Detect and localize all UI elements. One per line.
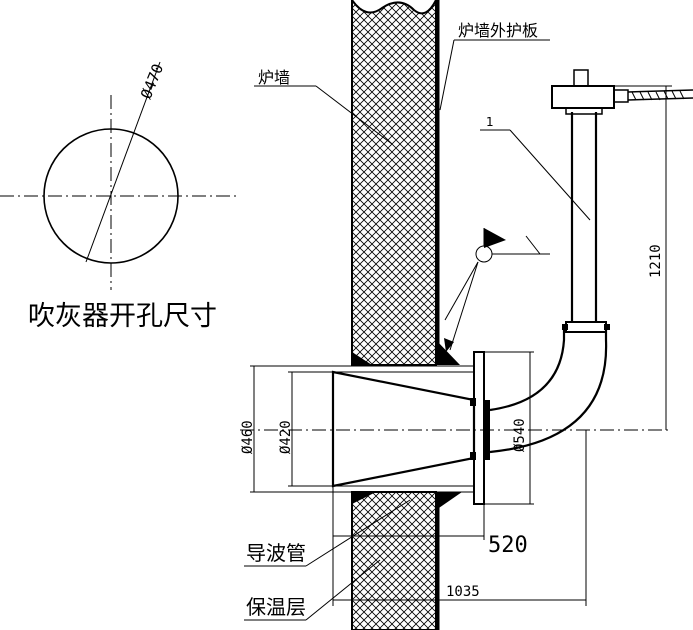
weld-top-left [352,352,372,365]
label-waveguide: 导波管 [246,541,306,565]
pipe-coupling [565,321,607,333]
cone-body [331,370,476,488]
dim-1035-label: 1035 [446,584,480,600]
leader-waveguide [305,499,411,567]
sootblower-head [551,85,615,109]
bolt-top [470,398,476,406]
head-base [565,107,603,115]
diameter-leader [85,61,161,263]
dim-520-label: 520 [488,533,528,558]
label-outer-plate: 炉墙外护板 [458,21,538,40]
weld-fillet-mark [525,235,541,255]
hole-diameter-label: Ø470 [137,61,167,101]
cable-bottom [627,97,693,101]
dim-420-label: Ø420 [278,420,294,454]
furnace-wall [351,0,462,630]
flange-outer [473,351,485,505]
dimension-lines: 1210 Ø460 Ø420 Ø540 520 1035 [240,85,672,606]
weld-arrow [444,338,454,352]
weld-leader-2 [444,261,479,321]
dim-460-label: Ø460 [240,420,256,454]
head-connector [613,89,629,103]
weld-flag [484,228,506,248]
callouts: 炉墙外护板 炉墙 1 导波管 保温层 [244,21,591,621]
wall-upper [351,0,437,366]
coupling-bolt-right [604,324,610,330]
label-furnace-wall: 炉墙 [258,68,290,87]
opening-circle-view: Ø470 吹灰器开孔尺寸 [0,61,240,332]
head-cap [573,69,589,87]
leader-wall [315,85,393,145]
waveguide-cone [331,351,490,505]
coupling-bolt-left [562,324,568,330]
opening-circle [43,128,179,264]
label-insulation: 保温层 [246,595,306,619]
leader-insulation [305,559,381,621]
dim-540-label: Ø540 [512,418,528,452]
cable-top [627,89,693,93]
dim-1210-label: 1210 [648,244,664,278]
pipe-assembly [489,69,693,454]
weld-top-right [436,340,460,365]
weld-bottom-left [352,492,376,504]
weld-leader-1 [449,261,479,351]
weld-symbol-circle [475,245,493,263]
weld-bottom-right [436,492,462,510]
elbow-inner [489,328,566,412]
leader-outer-plate [439,39,455,111]
leader-1 [509,129,591,221]
wall-lower [351,491,437,630]
bolt-bottom [470,452,476,460]
label-item-1: 1 [486,115,494,129]
elbow-outer [489,328,608,454]
opening-title: 吹灰器开孔尺寸 [28,301,217,332]
